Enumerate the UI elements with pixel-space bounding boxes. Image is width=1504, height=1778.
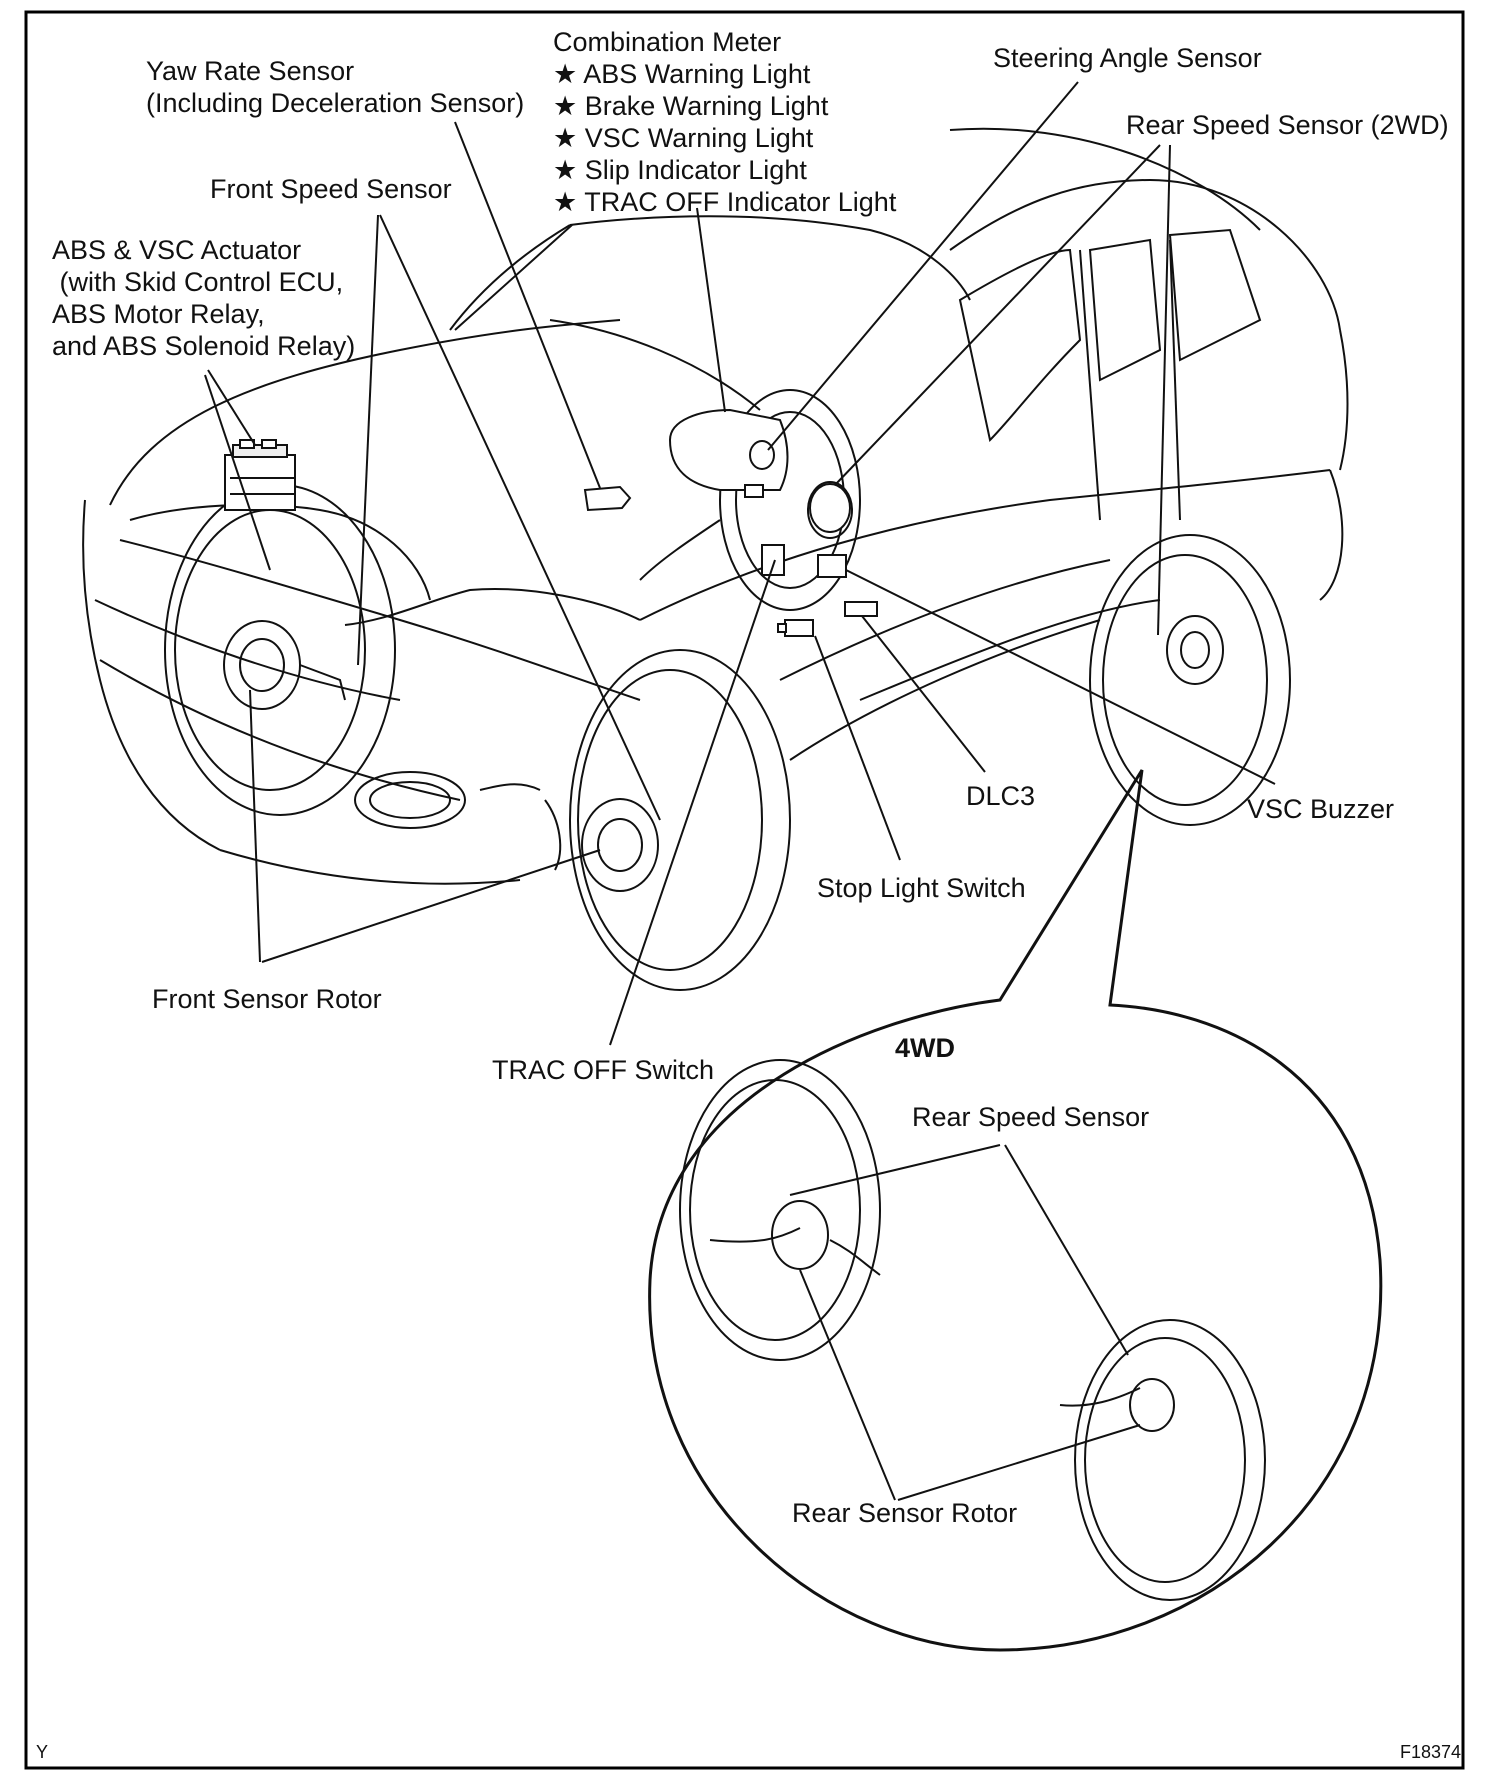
leader-lines <box>204 81 1276 1046</box>
label-stop-light-switch: Stop Light Switch <box>817 873 1026 903</box>
label-vsc-buzzer: VSC Buzzer <box>1247 794 1395 824</box>
stop-light-switch <box>777 619 814 637</box>
inset-4wd <box>648 769 1383 1652</box>
label-front-speed-sensor: Front Speed Sensor <box>210 174 452 204</box>
label-abs-vsc-actuator: ABS & VSC Actuator <box>52 235 302 265</box>
label-steering-angle-sensor: Steering Angle Sensor <box>993 43 1262 73</box>
label-meter-item-vsc: ★ VSC Warning Light <box>553 123 814 153</box>
label-abs-vsc-actuator-line2: (with Skid Control ECU, <box>52 267 344 297</box>
label-rear-speed-sensor-2wd: Rear Speed Sensor (2WD) <box>1126 110 1449 140</box>
steering-angle-sensor <box>744 483 851 533</box>
corner-code-left: Y <box>36 1742 49 1762</box>
label-trac-off-switch: TRAC OFF Switch <box>492 1055 715 1085</box>
label-dlc3: DLC3 <box>966 781 1036 811</box>
page-border <box>24 10 1465 1770</box>
combination-meter <box>668 408 789 491</box>
front-left-wheel <box>164 484 396 816</box>
label-inset-title: 4WD <box>895 1033 955 1063</box>
front-right-wheel <box>479 649 791 991</box>
label-meter-item-abs: ★ ABS Warning Light <box>553 59 811 89</box>
label-meter-item-slip: ★ Slip Indicator Light <box>553 155 807 185</box>
abs-vsc-actuator <box>224 439 296 511</box>
label-abs-vsc-actuator-line4: and ABS Solenoid Relay) <box>52 331 356 361</box>
label-meter-item-brake: ★ Brake Warning Light <box>553 91 829 121</box>
label-meter-item-trac-off: ★ TRAC OFF Indicator Light <box>553 187 897 217</box>
yaw-rate-sensor <box>583 485 632 512</box>
dlc3 <box>844 601 878 617</box>
label-abs-vsc-actuator-line3: ABS Motor Relay, <box>52 299 265 329</box>
vsc-buzzer <box>817 554 847 578</box>
corner-code-right: F18374 <box>1400 1742 1462 1762</box>
label-front-sensor-rotor: Front Sensor Rotor <box>152 984 382 1014</box>
label-yaw-rate-sensor-sub: (Including Deceleration Sensor) <box>146 88 525 118</box>
label-yaw-rate-sensor: Yaw Rate Sensor <box>146 56 355 86</box>
label-rear-sensor-rotor: Rear Sensor Rotor <box>792 1498 1018 1528</box>
label-rear-speed-sensor: Rear Speed Sensor <box>912 1102 1150 1132</box>
label-combination-meter: Combination Meter <box>553 27 782 57</box>
trac-off-switch <box>761 544 785 576</box>
rear-wheel <box>1089 534 1291 826</box>
vehicle-body <box>82 127 1349 885</box>
